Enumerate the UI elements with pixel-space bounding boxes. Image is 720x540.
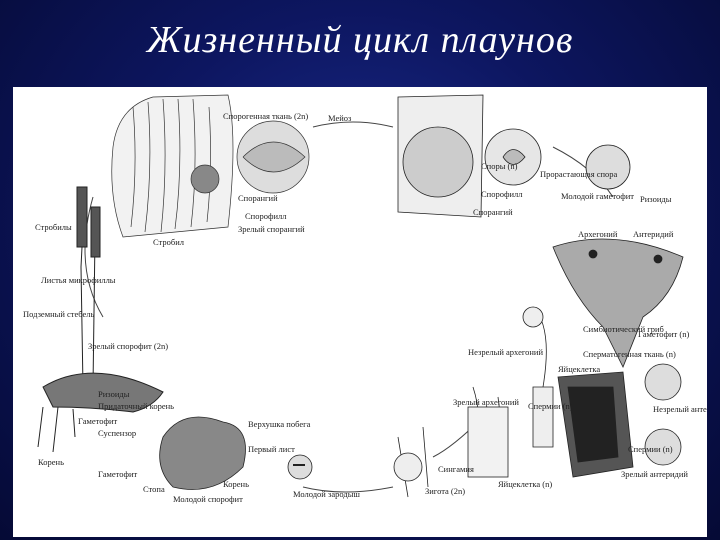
cycle-arrow-left	[84, 196, 104, 318]
label-suspensor: Суспензор	[98, 428, 136, 438]
label-spores: Споры (n)	[481, 161, 518, 171]
label-young-embryo: Молодой зародыш	[293, 489, 360, 499]
label-spermatogenous-tissue: Сперматогенная ткань (n)	[583, 349, 676, 359]
label-strobili: Стробилы	[35, 222, 72, 232]
label-sporangium: Спорангий	[238, 193, 278, 203]
label-egg-cell-n: Яйцеклетка (n)	[498, 479, 552, 489]
label-antheridium: Антеридий	[633, 229, 674, 239]
label-strobil: Стробил	[153, 237, 185, 247]
diagram-canvas: Спорогенная ткань (2n) Мейоз Спорангий С…	[23, 94, 707, 504]
label-egg-cell: Яйцеклетка	[558, 364, 600, 374]
slide-title: Жизненный цикл плаунов	[146, 19, 574, 61]
life-cycle-diagram: Спорогенная ткань (2n) Мейоз Спорангий С…	[13, 87, 707, 537]
sporophyte-plant-illustration	[37, 186, 164, 453]
label-rhizoids-left: Ризоиды	[98, 389, 130, 399]
label-root-left: Корень	[38, 457, 64, 467]
label-symbiotic-fungus: Симбиотический гриб	[583, 324, 664, 334]
label-young-gametophyte: Молодой гаметофит	[561, 191, 634, 201]
label-foot: Стопа	[143, 484, 165, 494]
label-meiosis: Мейоз	[328, 113, 352, 123]
label-mature-antheridium: Зрелый антеридий	[621, 469, 688, 479]
label-gametophyte-bottom: Гаметофит	[98, 469, 138, 479]
cycle-arrow-bottom	[302, 486, 394, 493]
young-sporophyte-illustration	[159, 386, 509, 498]
label-leaves-microphylls: Листья микрофиллы	[41, 275, 116, 285]
label-gametophyte-left: Гаметофит	[78, 416, 118, 426]
label-mature-archegonium: Зрелый архегоний	[453, 397, 519, 407]
label-sporophyll: Спорофилл	[245, 211, 287, 221]
label-sporogenous-tissue: Спорогенная ткань (2n)	[223, 111, 308, 121]
label-mature-sporangium: Зрелый спорангий	[238, 224, 305, 234]
label-zygote: Зигота (2n)	[425, 486, 465, 496]
diagram-labels: Спорогенная ткань (2n) Мейоз Спорангий С…	[23, 111, 707, 504]
label-archegonium: Архегоний	[578, 229, 618, 239]
label-spermatozoa-2: Спермии (n)	[628, 444, 673, 454]
label-immature-archegonium: Незрелый архегоний	[468, 347, 543, 357]
spores-illustration	[397, 94, 631, 218]
label-adventitious-root: Придаточный корень	[98, 401, 174, 411]
label-first-leaf: Первый лист	[248, 444, 295, 454]
label-sporangium-top: Спорангий	[473, 207, 513, 217]
label-underground-stem: Подземный стебель	[23, 309, 95, 319]
label-immature-antheridium: Незрелый антеридий	[653, 404, 707, 414]
label-syngamy: Сингамия	[438, 464, 474, 474]
label-rhizoids-right: Ризоиды	[640, 194, 672, 204]
label-gametophyte-n: Гаметофит (n)	[638, 329, 689, 339]
cycle-arrow-top	[312, 121, 394, 128]
label-root-bottom: Корень	[223, 479, 249, 489]
label-spore-germination: Прорастающая спора	[540, 169, 618, 179]
label-sporophyll-top: Спорофилл	[481, 189, 523, 199]
label-young-sporophyte: Молодой спорофит	[173, 494, 243, 504]
label-spermatozoa: Спермии (n)	[528, 401, 573, 411]
label-shoot-apex: Верхушка побега	[248, 419, 311, 429]
strobil-illustration	[111, 94, 310, 238]
label-mature-sporophyte: Зрелый спорофит (2n)	[88, 341, 168, 351]
gametophyte-illustration	[522, 238, 684, 478]
